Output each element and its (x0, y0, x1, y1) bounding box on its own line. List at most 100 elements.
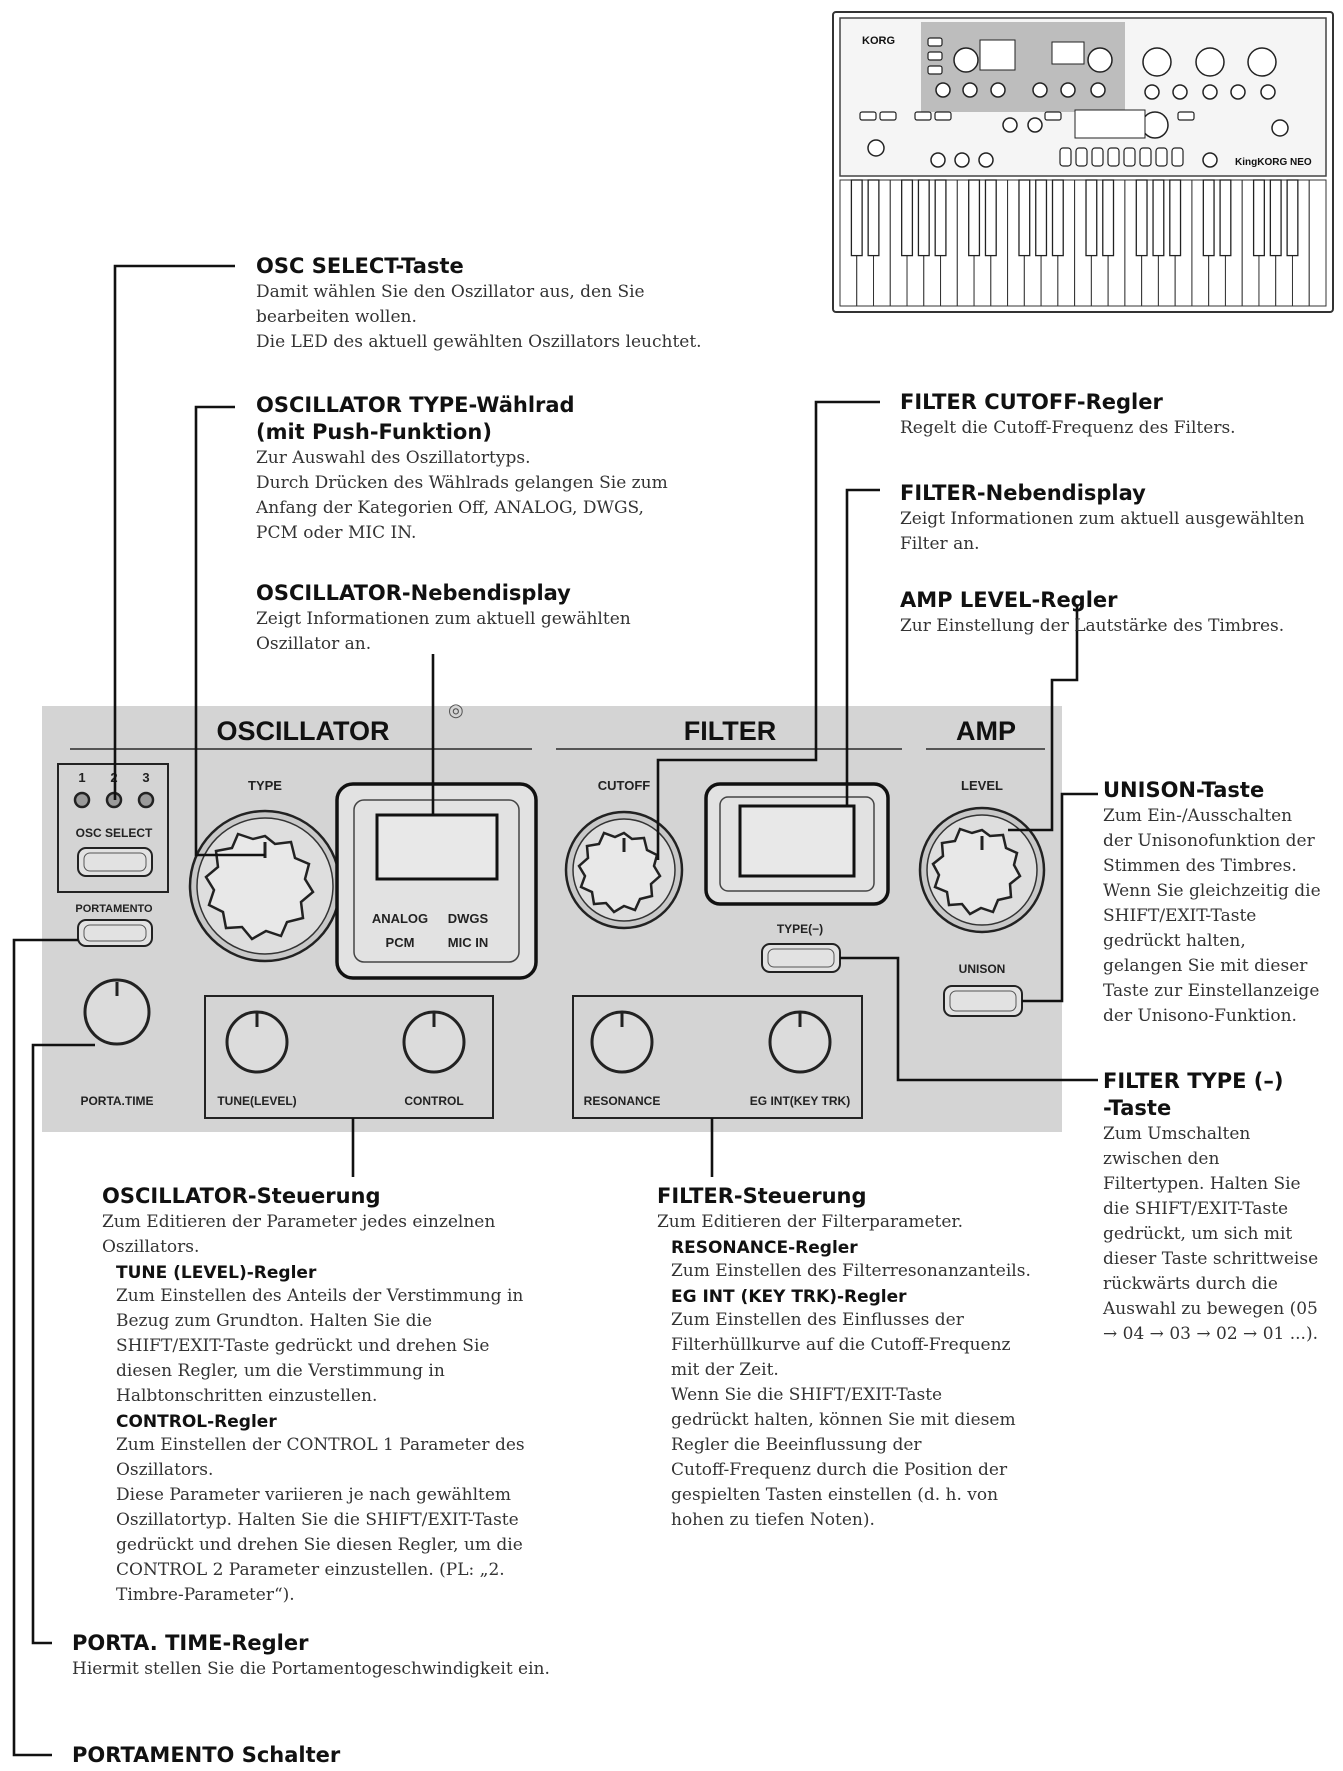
filter-type-title: FILTER TYPE (–) -Taste (1103, 1069, 1284, 1120)
filter-cutoff-knob[interactable] (564, 810, 684, 930)
filter-type-text: Zum Umschalten zwischen den Filtertypen.… (1103, 1124, 1319, 1344)
osc-control-text: Zum Editieren der Parameter jedes einzel… (102, 1212, 496, 1257)
section-title-oscillator: OSCILLATOR (217, 716, 390, 746)
black-key (984, 179, 997, 257)
audio-signal-icon: ◎ (448, 700, 464, 720)
unison-label: UNISON (959, 962, 1006, 976)
annotation-filter-control: FILTER-Steuerung Zum Editieren der Filte… (657, 1183, 1097, 1533)
filter-display-text: Zeigt Informationen zum aktuell ausgewäh… (900, 509, 1305, 554)
keyboard-thumbnail: KORG KingKORG NEO (832, 11, 1334, 313)
black-key (1269, 179, 1282, 257)
annotation-portamento: PORTAMENTO Schalter (72, 1742, 672, 1769)
control-regler-title: CONTROL-Regler (116, 1412, 277, 1432)
keyboard-brand: KORG (862, 35, 895, 47)
resonance-regler-title: RESONANCE-Regler (671, 1238, 858, 1258)
egint-regler-text: Zum Einstellen des Einflusses der Filter… (671, 1310, 1016, 1530)
osc-display-title: OSCILLATOR-Nebendisplay (256, 581, 571, 605)
level-label: LEVEL (961, 778, 1003, 793)
annotation-unison: UNISON-Taste Zum Ein-/Ausschalten der Un… (1103, 777, 1338, 1029)
annotation-filter-cutoff: FILTER CUTOFF-Regler Regelt die Cutoff-F… (900, 389, 1320, 441)
porta-time-title: PORTA. TIME-Regler (72, 1631, 309, 1655)
black-key (1085, 179, 1098, 257)
amp-level-knob[interactable] (918, 806, 1046, 934)
tune-level-label: TUNE(LEVEL) (217, 1094, 296, 1108)
osc-select-button[interactable] (77, 847, 153, 877)
section-title-filter: FILTER (684, 716, 776, 746)
tune-regler-title: TUNE (LEVEL)-Regler (116, 1263, 317, 1283)
egint-regler-title: EG INT (KEY TRK)-Regler (671, 1287, 907, 1307)
filter-control-text: Zum Editieren der Filterparameter. (657, 1212, 964, 1232)
black-key (1169, 179, 1182, 257)
unison-title: UNISON-Taste (1103, 778, 1265, 802)
type-label: TYPE (248, 778, 282, 793)
section-title-amp: AMP (956, 716, 1016, 746)
black-key (917, 179, 930, 257)
portamento-title: PORTAMENTO Schalter (72, 1743, 341, 1767)
osc-control-group (204, 995, 494, 1119)
osc-select-group (57, 763, 169, 893)
led-osc-3 (137, 791, 155, 809)
keyboard-model: KingKORG NEO (1235, 157, 1312, 168)
annotation-filter-type: FILTER TYPE (–) -Taste Zum Umschalten zw… (1103, 1068, 1338, 1347)
osc-type-dial[interactable] (188, 809, 342, 963)
resonance-knob[interactable] (590, 1010, 654, 1074)
black-key (1102, 179, 1115, 257)
filter-type-label: TYPE(−) (777, 922, 823, 936)
tune-regler-text: Zum Einstellen des Anteils der Verstimmu… (116, 1286, 524, 1406)
black-key (1135, 179, 1148, 257)
resonance-regler-text: Zum Einstellen des Filterresonanzanteils… (671, 1261, 1031, 1281)
led-label-3: 3 (142, 770, 149, 785)
black-key (1152, 179, 1165, 257)
osc-type-text: Zur Auswahl des Oszillatortyps. Durch Dr… (256, 448, 668, 543)
eg-int-label: EG INT(KEY TRK) (750, 1094, 850, 1108)
osc-type-title: OSCILLATOR TYPE-Wählrad (mit Push-Funkti… (256, 393, 575, 444)
filter-type-button[interactable] (761, 943, 841, 973)
filter-control-group (572, 995, 863, 1119)
black-key (1051, 179, 1064, 257)
osc-control-title: OSCILLATOR-Steuerung (102, 1184, 381, 1208)
black-key (1219, 179, 1232, 257)
black-key (1035, 179, 1048, 257)
cutoff-label: CUTOFF (598, 778, 651, 793)
control-panel: OSCILLATOR FILTER AMP ◎ 1 2 3 OSC SELECT… (42, 700, 1062, 1132)
black-key (1252, 179, 1265, 257)
osc-select-text: Damit wählen Sie den Oszillator aus, den… (256, 282, 702, 352)
amp-level-title: AMP LEVEL-Regler (900, 588, 1118, 612)
black-key (850, 179, 863, 257)
black-key (901, 179, 914, 257)
osc-type-micin: MIC IN (448, 935, 488, 950)
black-key (968, 179, 981, 257)
osc-display-text: Zeigt Informationen zum aktuell gewählte… (256, 609, 631, 654)
osc-type-analog: ANALOG (372, 911, 428, 926)
black-key (1286, 179, 1299, 257)
resonance-label: RESONANCE (584, 1094, 661, 1108)
annotation-osc-type: OSCILLATOR TYPE-Wählrad (mit Push-Funkti… (256, 392, 726, 546)
osc-type-dwgs: DWGS (448, 911, 489, 926)
filter-display-title: FILTER-Nebendisplay (900, 481, 1146, 505)
white-key (1308, 179, 1327, 307)
osc-sub-display (375, 813, 499, 881)
tune-level-knob[interactable] (225, 1010, 289, 1074)
unison-text: Zum Ein-/Ausschalten der Unisonofunktion… (1103, 806, 1321, 1026)
leader-lines (12, 264, 1098, 1757)
porta-time-knob[interactable] (83, 978, 151, 1046)
portamento-button[interactable] (77, 919, 153, 947)
black-key (867, 179, 880, 257)
control-regler-text: Zum Einstellen der CONTROL 1 Parameter d… (116, 1435, 525, 1605)
osc-sub-display-frame (335, 782, 538, 980)
control-label: CONTROL (404, 1094, 463, 1108)
black-key (1202, 179, 1215, 257)
filter-cutoff-title: FILTER CUTOFF-Regler (900, 390, 1163, 414)
led-osc-1 (73, 791, 91, 809)
black-key (1018, 179, 1031, 257)
osc-select-label: OSC SELECT (76, 826, 153, 840)
portamento-label: PORTAMENTO (75, 903, 153, 915)
annotation-osc-display: OSCILLATOR-Nebendisplay Zeigt Informatio… (256, 580, 726, 657)
eg-int-knob[interactable] (768, 1010, 832, 1074)
control-knob[interactable] (402, 1010, 466, 1074)
annotation-osc-control: OSCILLATOR-Steuerung Zum Editieren der P… (102, 1183, 582, 1608)
filter-sub-display (738, 804, 856, 878)
porta-time-label: PORTA.TIME (80, 1094, 153, 1108)
osc-select-title: OSC SELECT-Taste (256, 254, 464, 278)
